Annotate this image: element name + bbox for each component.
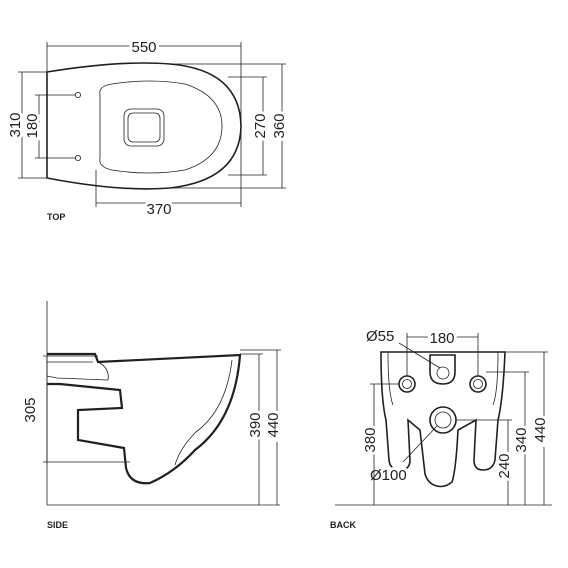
back-body-outline: [380, 351, 506, 488]
dim-back-d55: Ø55: [366, 328, 394, 345]
dim-top-270: 270: [252, 113, 269, 138]
back-inlet-right-inner: [473, 379, 483, 389]
dim-side-390: 390: [247, 412, 264, 437]
top-outlet-square-inner: [127, 112, 161, 143]
side-trapway: [46, 361, 109, 381]
dim-side-305: 305: [22, 397, 39, 422]
dim-side-440: 440: [265, 412, 282, 437]
dim-top-360: 360: [271, 113, 288, 138]
back-inlet-right: [469, 375, 487, 393]
side-view-label: SIDE: [47, 520, 68, 530]
back-top-inlet-inner: [436, 366, 450, 380]
back-inlet-left: [398, 375, 416, 393]
side-view: 305 390 440 SIDE: [19, 301, 285, 530]
top-fix-hole-upper: [75, 92, 82, 99]
back-top-inlet: [429, 354, 456, 385]
back-body-inner: [387, 351, 499, 406]
top-bowl-opening: [99, 80, 223, 174]
dim-back-380: 380: [362, 427, 379, 452]
back-inlet-left-inner: [402, 379, 412, 389]
side-bowl-outline: [47, 352, 242, 485]
dim-top-310: 310: [7, 112, 24, 137]
back-outlet-inner: [434, 411, 452, 429]
top-view: 550 310 180 370 270 360 TOP: [4, 36, 291, 222]
dim-back-d100: Ø100: [370, 467, 407, 484]
top-bowl-outline: [46, 62, 242, 190]
dim-top-550: 550: [131, 39, 156, 56]
top-outlet-square: [123, 108, 165, 147]
dim-top-370: 370: [146, 201, 171, 218]
back-view: Ø55 180 Ø100 380 240 340 440 BACK: [330, 325, 552, 530]
dim-back-440: 440: [532, 417, 549, 442]
dim-back-180: 180: [429, 330, 454, 347]
dim-top-180: 180: [24, 113, 41, 138]
back-view-label: BACK: [330, 520, 356, 530]
side-bowl-inner: [174, 359, 233, 466]
top-view-label: TOP: [47, 212, 65, 222]
top-fix-hole-lower: [75, 154, 82, 161]
dim-back-240: 240: [496, 453, 513, 478]
dim-back-340: 340: [513, 427, 530, 452]
